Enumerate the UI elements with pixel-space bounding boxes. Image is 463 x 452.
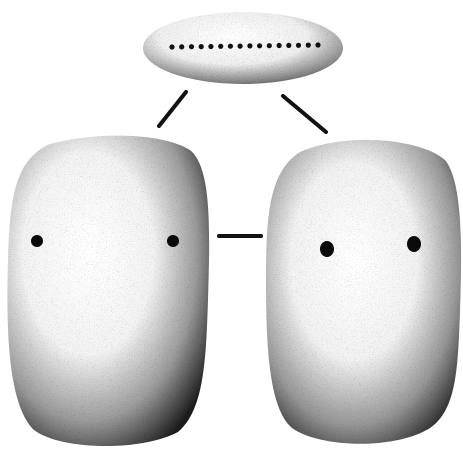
marking-dot xyxy=(218,44,223,49)
left-slab-hole-right xyxy=(167,235,179,247)
marking-dot xyxy=(238,44,243,49)
right-front-view-stone xyxy=(266,140,461,444)
top-view-stone xyxy=(143,12,343,84)
marking-dot xyxy=(267,43,272,48)
marking-dot xyxy=(257,43,262,48)
marking-dot xyxy=(189,44,194,49)
left-slab-hole-left xyxy=(31,235,43,247)
left-slab-outline xyxy=(7,136,209,446)
marking-dot xyxy=(277,43,282,48)
right-slab-hole-right xyxy=(407,236,421,252)
connector-top-to-right xyxy=(283,96,326,132)
marking-dot xyxy=(208,44,213,49)
marking-dot xyxy=(296,43,301,48)
right-slab-outline xyxy=(266,140,461,444)
marking-dot xyxy=(179,44,184,49)
marking-dot xyxy=(228,44,233,49)
left-front-view-stone xyxy=(7,136,209,446)
marking-dot xyxy=(199,44,204,49)
connector-top-to-left xyxy=(159,92,186,126)
marking-dot xyxy=(306,43,311,48)
marking-dot xyxy=(247,43,252,48)
marking-dot xyxy=(315,42,320,47)
right-slab-hole-left xyxy=(320,241,334,257)
marking-dot xyxy=(286,43,291,48)
marking-dot xyxy=(169,44,174,49)
